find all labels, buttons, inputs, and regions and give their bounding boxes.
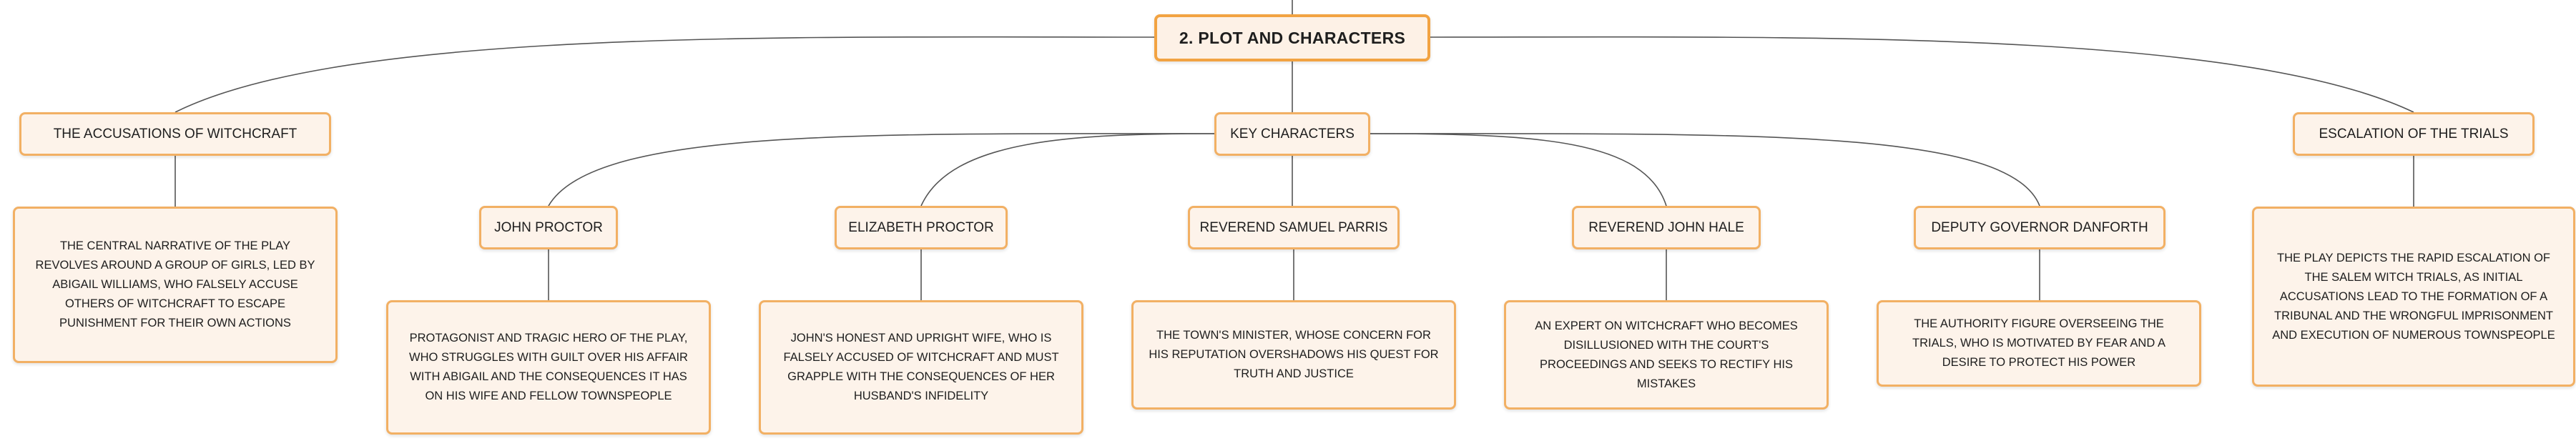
- character-elizabeth-proctor-description-node[interactable]: JOHN'S HONEST AND UPRIGHT WIFE, WHO IS F…: [759, 300, 1083, 435]
- branch-escalation-title: ESCALATION OF THE TRIALS: [2319, 126, 2509, 142]
- connector-key-elizabeth-proctor: [920, 133, 1215, 207]
- accusations-description: THE CENTRAL NARRATIVE OF THE PLAY REVOLV…: [35, 239, 315, 329]
- character-description: AN EXPERT ON WITCHCRAFT WHO BECOMES DISI…: [1535, 319, 1798, 390]
- branch-key-characters-node[interactable]: KEY CHARACTERS: [1214, 112, 1370, 156]
- branch-escalation-node[interactable]: ESCALATION OF THE TRIALS: [2293, 112, 2535, 156]
- character-parris-description-node[interactable]: THE TOWN'S MINISTER, WHOSE CONCERN FOR H…: [1131, 300, 1456, 410]
- branch-key-characters-title: KEY CHARACTERS: [1230, 126, 1355, 142]
- character-john-proctor-node[interactable]: JOHN PROCTOR: [479, 206, 618, 249]
- character-hale-description-node[interactable]: AN EXPERT ON WITCHCRAFT WHO BECOMES DISI…: [1504, 300, 1829, 410]
- connector-root-accusations: [174, 36, 1155, 113]
- character-name: DEPUTY GOVERNOR DANFORTH: [1931, 219, 2148, 235]
- character-description: JOHN'S HONEST AND UPRIGHT WIFE, WHO IS F…: [783, 332, 1059, 402]
- root-title: 2. PLOT AND CHARACTERS: [1179, 28, 1406, 47]
- escalation-description-node[interactable]: THE PLAY DEPICTS THE RAPID ESCALATION OF…: [2252, 207, 2575, 387]
- character-danforth-node[interactable]: DEPUTY GOVERNOR DANFORTH: [1914, 206, 2165, 249]
- character-name: JOHN PROCTOR: [494, 219, 603, 235]
- character-danforth-description-node[interactable]: THE AUTHORITY FIGURE OVERSEEING THE TRIA…: [1877, 300, 2201, 387]
- connector-key-john-proctor: [548, 133, 1215, 207]
- character-name: ELIZABETH PROCTOR: [848, 219, 994, 235]
- root-node[interactable]: 2. PLOT AND CHARACTERS: [1154, 14, 1430, 61]
- character-name: REVEREND SAMUEL PARRIS: [1199, 219, 1388, 235]
- character-hale-node[interactable]: REVEREND JOHN HALE: [1572, 206, 1761, 249]
- character-description: THE AUTHORITY FIGURE OVERSEEING THE TRIA…: [1912, 317, 2165, 369]
- branch-accusations-title: THE ACCUSATIONS OF WITCHCRAFT: [53, 126, 298, 142]
- character-elizabeth-proctor-node[interactable]: ELIZABETH PROCTOR: [835, 206, 1008, 249]
- character-description: THE TOWN'S MINISTER, WHOSE CONCERN FOR H…: [1149, 329, 1439, 380]
- character-john-proctor-description-node[interactable]: PROTAGONIST AND TRAGIC HERO OF THE PLAY,…: [386, 300, 711, 435]
- branch-accusations-node[interactable]: THE ACCUSATIONS OF WITCHCRAFT: [19, 112, 331, 156]
- character-name: REVEREND JOHN HALE: [1588, 219, 1744, 235]
- escalation-description: THE PLAY DEPICTS THE RAPID ESCALATION OF…: [2272, 251, 2555, 342]
- connector-key-danforth: [1370, 133, 2040, 207]
- connector-key-hale: [1370, 133, 1667, 207]
- connector-root-escalation: [1430, 36, 2414, 113]
- character-parris-node[interactable]: REVEREND SAMUEL PARRIS: [1188, 206, 1400, 249]
- accusations-description-node[interactable]: THE CENTRAL NARRATIVE OF THE PLAY REVOLV…: [13, 207, 338, 363]
- character-description: PROTAGONIST AND TRAGIC HERO OF THE PLAY,…: [409, 332, 688, 402]
